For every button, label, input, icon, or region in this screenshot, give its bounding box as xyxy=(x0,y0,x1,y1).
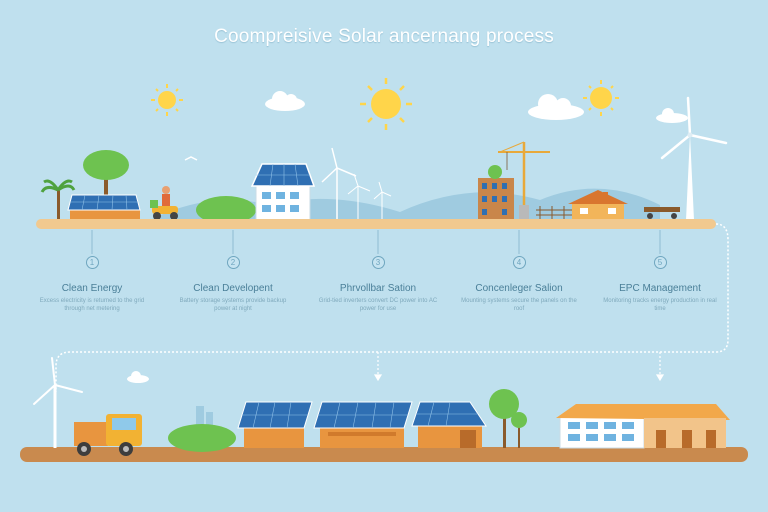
step-label: Phrvollbar Sation xyxy=(339,283,417,294)
truck-icon xyxy=(74,414,142,456)
step-label: Clean Energy xyxy=(61,283,123,294)
solar-warehouse-icon xyxy=(313,401,413,448)
bush-icon xyxy=(196,196,256,224)
cottage-icon xyxy=(568,190,628,220)
wind-turbine-icon xyxy=(347,173,392,220)
step-number: 4 xyxy=(512,256,526,269)
tree-icon xyxy=(489,389,527,448)
step-description: Battery storage systems provide backup p… xyxy=(179,298,287,312)
step-description: Mounting systems secure the panels on th… xyxy=(461,298,577,312)
step-4: 4 Concenleger Salion Mounting systems se… xyxy=(459,256,579,313)
wind-turbine-icon xyxy=(321,147,357,220)
step-description: Grid-tied inverters convert DC power int… xyxy=(318,298,438,312)
flow-arrows xyxy=(373,352,665,382)
construction-crane-icon xyxy=(498,141,550,220)
wind-turbine-icon xyxy=(33,357,83,448)
step-5: 5 EPC Management Monitoring tracks energ… xyxy=(600,256,720,313)
page-title: Coompreisive Solar ancernang process xyxy=(214,26,554,47)
distant-buildings xyxy=(196,406,213,430)
bird-icon xyxy=(184,156,198,161)
step-3: 3 Phrvollbar Sation Grid-tied inverters … xyxy=(318,256,438,313)
solar-warehouse-icon xyxy=(237,401,313,448)
step-description: Excess electricity is returned to the gr… xyxy=(39,298,145,312)
building-icon xyxy=(478,165,514,220)
step-label: EPC Management xyxy=(619,283,701,294)
step-description: Monitoring tracks energy production in r… xyxy=(603,298,717,312)
sun-icon xyxy=(583,80,619,116)
step-number: 2 xyxy=(226,256,240,269)
tree-icon xyxy=(83,150,129,195)
cloud-icon xyxy=(265,91,305,111)
cloud-icon xyxy=(656,108,688,123)
step-connectors xyxy=(91,230,661,254)
cloud-icon xyxy=(528,94,584,120)
sun-icon xyxy=(151,84,183,116)
solar-house-icon xyxy=(250,163,316,221)
sun-icon xyxy=(360,78,412,130)
step-1: 1 Clean Energy Excess electricity is ret… xyxy=(32,256,152,313)
step-2: 2 Clean Developent Battery storage syste… xyxy=(173,256,293,313)
cloud-icon xyxy=(127,371,149,383)
palm-tree-icon xyxy=(40,179,76,220)
wind-turbine-icon xyxy=(660,96,728,220)
worker-scooter-icon xyxy=(150,186,178,220)
long-building-icon xyxy=(556,404,730,449)
step-number: 3 xyxy=(371,256,385,269)
step-label: Clean Developent xyxy=(193,283,273,294)
bush-icon xyxy=(168,424,236,452)
trailer-icon xyxy=(644,207,680,219)
step-label: Concenleger Salion xyxy=(475,283,563,294)
solar-farmhouse-icon xyxy=(67,194,141,220)
fence-icon xyxy=(536,206,572,220)
top-ground-strip xyxy=(36,219,716,229)
step-number: 1 xyxy=(85,256,99,269)
step-number: 5 xyxy=(653,256,667,269)
flow-path xyxy=(55,223,729,392)
solar-barn-icon xyxy=(411,401,487,448)
